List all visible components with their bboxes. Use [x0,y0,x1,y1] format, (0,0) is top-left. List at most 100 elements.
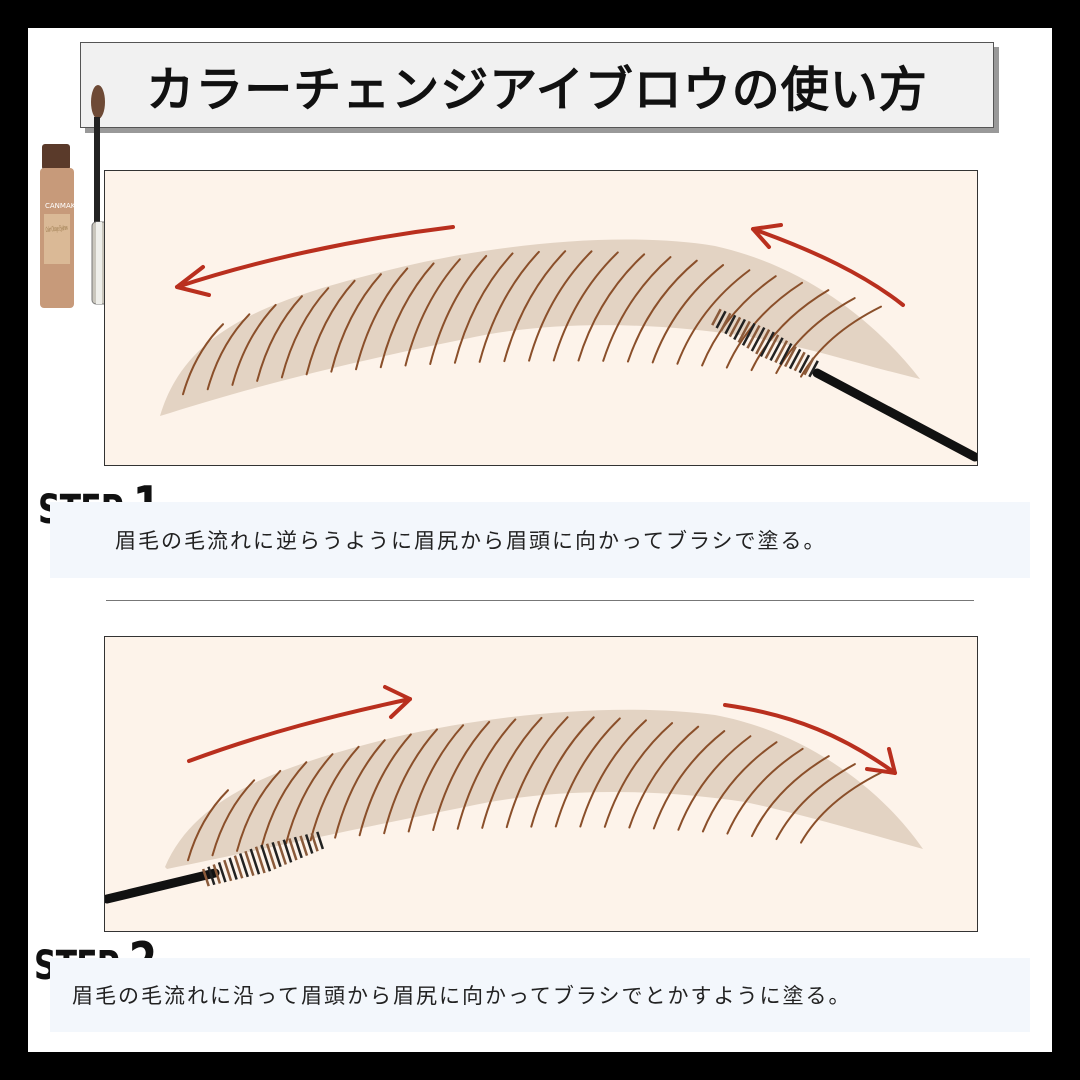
page-title: カラーチェンジアイブロウの使い方 [146,62,928,118]
step2-direction-arrows [187,685,897,775]
bristle [304,834,314,854]
bristle [254,846,266,874]
eyebrow-hair [379,262,435,369]
eyebrow-hair [775,763,856,841]
eyebrow-hair [750,289,830,372]
arrow-lower-right-head [865,747,897,775]
eyebrow-hair [231,303,277,386]
bristle [733,318,747,341]
bristle [228,857,238,880]
step1-instruction-box: 眉毛の毛流れに逆らうように眉尻から眉頭に向かってブラシで塗る。 [50,502,1030,578]
eyebrow-hair [554,717,621,828]
eyebrow-hair [677,735,752,831]
bristle [249,848,261,875]
eyebrow-hair [358,733,412,837]
step1-eyebrow-illustration [160,223,977,462]
eyebrow-hair [330,273,382,373]
eyebrow-hair [800,305,882,378]
bristle [737,320,751,343]
bristle [711,308,722,326]
arrow-upper-left-head [751,223,783,249]
arrow-left-head [175,265,211,297]
eyebrow-hair [256,295,303,382]
eyebrow-hair [626,259,698,363]
eyebrow-hair [404,258,461,367]
step1-illustration-panel [104,170,978,466]
eyebrow-hair [750,755,830,838]
bristle [316,831,325,850]
bristle [293,836,303,859]
bristle [769,337,784,362]
spoolie-bristles [711,308,819,378]
eyebrow-hair [285,753,334,845]
arrow-upper-left [751,227,905,307]
arrow-right-head [383,685,412,719]
eyebrow-hair [577,253,646,362]
eyebrow-hair [552,251,619,362]
eyebrow-hair [334,739,386,839]
eyebrow-hair [481,716,543,829]
eyebrow-hair [355,267,409,371]
bristle [212,864,222,884]
eyebrow-hair [701,275,777,367]
eyebrow-hair [260,761,308,848]
eyebrow-hair [676,269,751,365]
eyebrow-hair [432,720,491,831]
step2-illustration-panel [104,636,978,932]
eyebrow-hair [187,789,229,862]
bristle [233,855,244,879]
section-divider [106,600,974,601]
arrow-lower-right [723,703,897,775]
bristle [798,354,811,374]
product-tube: CANMAKE Color Change Eyebrow [40,144,80,308]
bristle [277,840,288,865]
eyebrow-hair [429,254,488,365]
bristle [779,343,793,366]
bristle [803,357,815,376]
bristle [724,314,737,335]
eyebrow-hair [453,252,514,364]
spoolie-bristles [201,831,325,887]
bristle [288,838,298,861]
eyebrow-hair [800,771,882,844]
eyebrow-hair [309,745,360,842]
eyebrow-hairs [182,250,882,396]
bristle [774,340,789,364]
eyebrow-hair [305,279,356,376]
eyebrow-shape [160,239,920,416]
bristle [783,345,797,368]
step1-instruction: 眉毛の毛流れに逆らうように眉尻から眉頭に向かってブラシで塗る。 [115,529,827,553]
arrow-left [175,225,455,289]
eyebrow-hair [206,313,251,391]
bristle [265,843,277,870]
bristle [746,324,761,349]
bristle [310,832,319,852]
bristle [244,850,255,876]
bristle [719,312,732,332]
eyebrow-hair [530,716,595,828]
eyebrow-hair [725,281,804,369]
bristle [728,316,742,338]
bristle [223,859,233,882]
eyebrow-hair [407,724,465,833]
bristle [759,331,775,357]
eyebrow-hair [383,728,438,835]
spoolie-brush [105,831,325,904]
eyebrow-hair [603,722,674,828]
bristle [271,842,282,868]
bristle [755,329,771,355]
eyebrow-hair [579,719,647,828]
bristle [207,866,216,886]
bristle [750,326,766,352]
product-brand: CANMAKE [45,202,80,210]
eyebrow-hair [236,769,282,852]
bristle [201,868,210,887]
eyebrow-hair [505,716,569,829]
product-name: Color Change Eyebrow [45,224,68,234]
step2-instruction: 眉毛の毛流れに沿って眉頭から眉尻に向かってブラシでとかすように塗る。 [72,984,852,1008]
arrow-right [187,697,412,763]
eyebrow-hair [726,747,804,835]
eyebrow-hair [280,287,330,379]
eyebrow-hair [478,250,540,363]
eyebrow-hair [652,730,726,830]
